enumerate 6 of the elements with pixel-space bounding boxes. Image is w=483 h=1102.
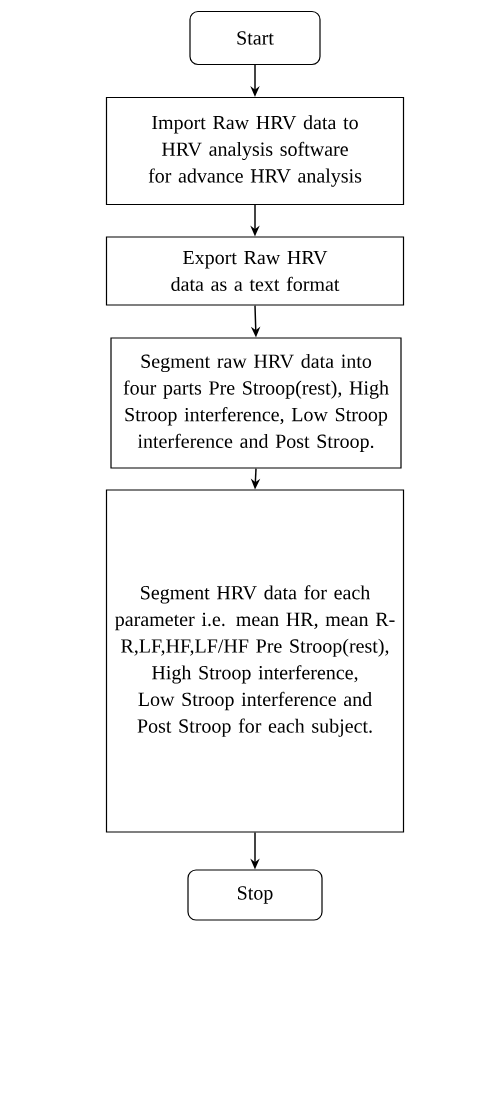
terminal-box: Stop xyxy=(187,869,323,921)
process-box: Import Raw HRV data to HRV analysis software for advance HRV analysis xyxy=(105,96,405,206)
process-box: Export Raw HRV data as a text format xyxy=(105,236,405,306)
process-box: Segment HRV data for each parameter i.e. mean HR, mean R-R,LF,HF,LF/HF Pre Stroop(rest), High Stroop interference, Low Stroop interference and Post Stroop for each subject. xyxy=(105,489,405,833)
terminal-box: Start xyxy=(189,10,321,66)
process-box: Segment raw HRV data into four parts Pre Stroop(rest), High Stroop interference, Low Stroop interference and Post Stroop. xyxy=(110,337,402,469)
